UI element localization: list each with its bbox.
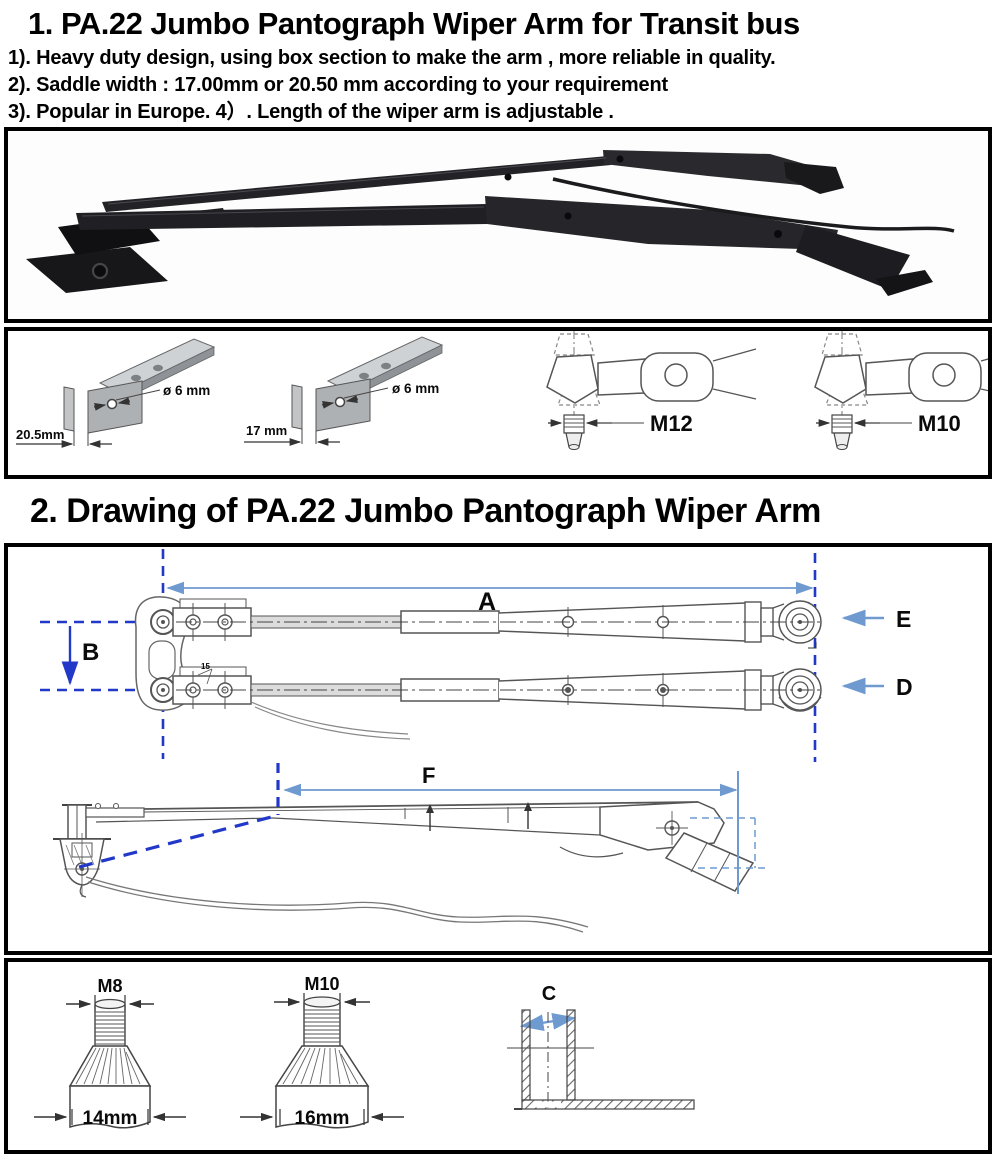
channel-c-label: C (542, 983, 556, 1005)
section2-title: 2. Drawing of PA.22 Jumbo Pantograph Wip… (30, 492, 821, 530)
bolt-m10-label: M10 (918, 411, 961, 436)
product-photo-frame (4, 127, 992, 323)
angle-note-label: 15 (201, 662, 210, 671)
saddle-hole-label-wide: ø 6 mm (163, 383, 210, 398)
stud-drawing-m8 (34, 995, 186, 1129)
dim-a-label: A (478, 588, 496, 616)
side-view-drawing (53, 763, 766, 933)
stud-drawing-m10 (240, 993, 404, 1129)
bolt-drawing-m10 (815, 331, 988, 450)
dim-e-label: E (896, 606, 911, 632)
feature-line-3: 3). Popular in Europe. 4）. Length of the… (8, 101, 614, 123)
saddle-width-label-narrow: 17 mm (246, 423, 287, 438)
saddle-spec-frame: 20.5mm ø 6 mm 17 mm ø 6 mm M12 M10 (4, 327, 992, 479)
feature-list: 1). Heavy duty design, using box section… (8, 45, 776, 126)
bolt-m12-label: M12 (650, 411, 693, 436)
feature-line-1: 1). Heavy duty design, using box section… (8, 47, 776, 69)
saddle-hole-label-narrow: ø 6 mm (392, 381, 439, 396)
feature-line-2: 2). Saddle width : 17.00mm or 20.50 mm a… (8, 74, 668, 96)
channel-drawing-c (507, 1009, 695, 1110)
saddle-width-label-wide: 20.5mm (16, 427, 64, 442)
dimension-drawing-frame: A B E D F 15 (4, 543, 992, 955)
wiper-arm-photo-art (26, 150, 955, 296)
saddle-spec-diagram: 20.5mm ø 6 mm 17 mm ø 6 mm M12 M10 (8, 331, 988, 475)
dim-d-label: D (896, 674, 913, 700)
stud-m10-width-label: 16mm (295, 1108, 350, 1129)
dim-b-label: B (82, 639, 99, 666)
stud-m10-label: M10 (304, 974, 339, 994)
stud-m8-width-label: 14mm (83, 1108, 138, 1129)
stud-m8-label: M8 (97, 976, 122, 996)
bolt-spec-diagram: M8 14mm M10 16mm C (34, 974, 695, 1129)
top-view-drawing (40, 549, 884, 762)
dim-f-label: F (422, 763, 435, 788)
section1-title: 1. PA.22 Jumbo Pantograph Wiper Arm for … (28, 6, 800, 41)
bolt-spec-frame: M8 14mm M10 16mm C (4, 958, 992, 1154)
dimension-drawing: A B E D F 15 (40, 549, 913, 933)
product-photo (8, 131, 988, 319)
